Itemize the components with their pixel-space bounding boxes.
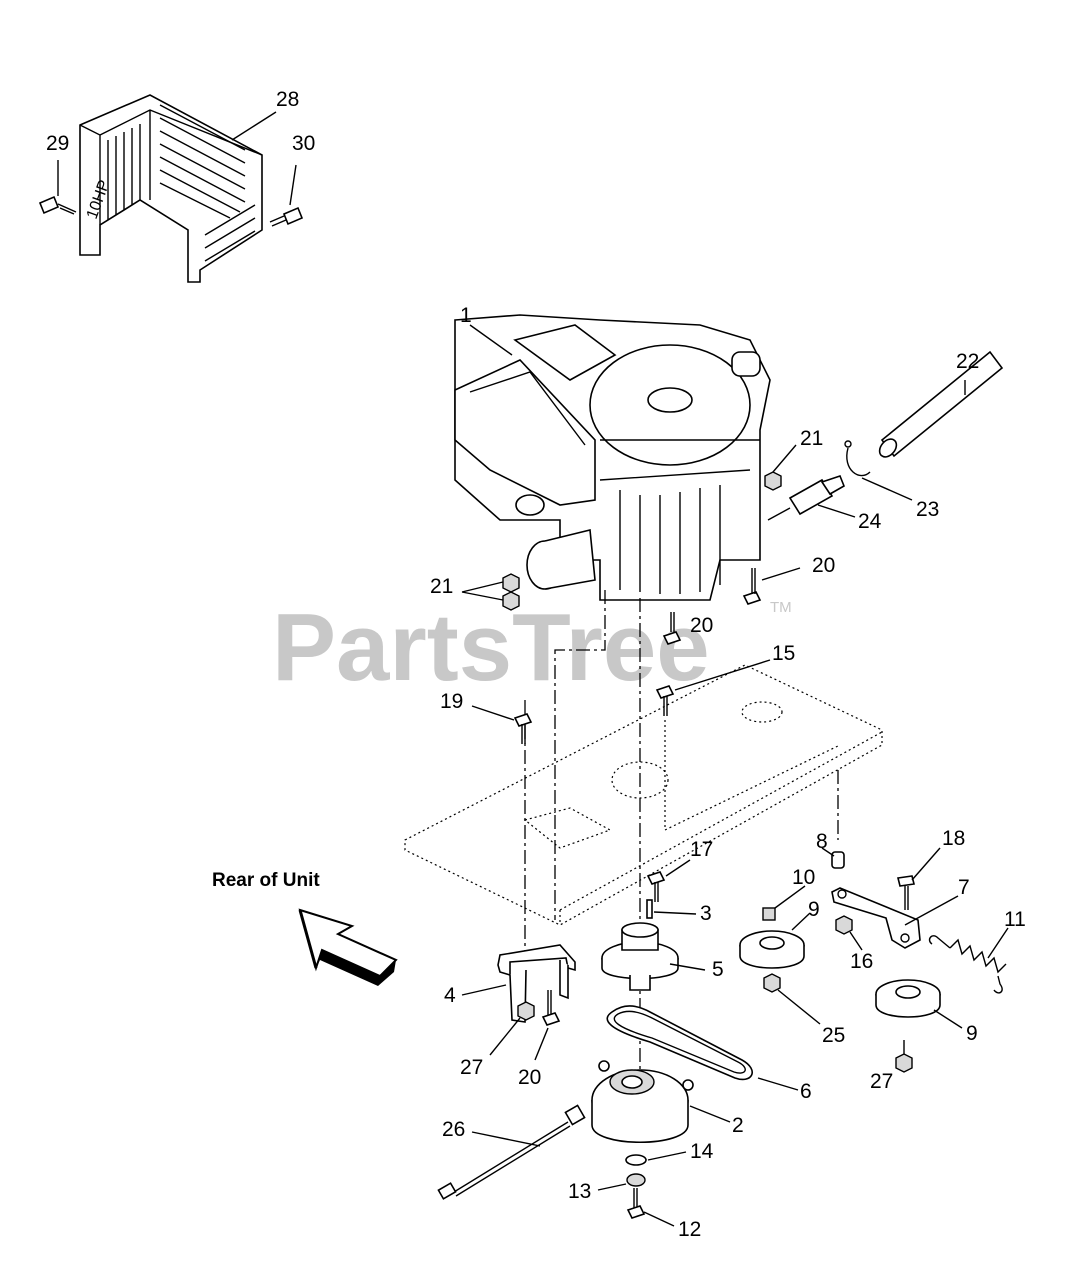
bolt-part-15[interactable] — [655, 659, 771, 716]
callout-2: 2 — [732, 1114, 744, 1137]
callout-12: 12 — [678, 1218, 701, 1241]
watermark-tm: TM — [770, 599, 792, 616]
callout-20-engine-right: 20 — [812, 554, 835, 577]
callout-22: 22 — [956, 350, 979, 373]
rear-direction-arrow-icon — [298, 908, 398, 986]
engine-mounting-plate — [404, 664, 883, 926]
bolt-part-12[interactable] — [626, 1188, 675, 1227]
callout-8: 8 — [816, 830, 828, 853]
idler-pulley-part-9-upper[interactable] — [739, 912, 811, 969]
nut-part-25[interactable] — [763, 973, 821, 1025]
idler-pulley-part-9-lower[interactable] — [875, 979, 963, 1029]
pulley-part-5[interactable] — [601, 922, 706, 991]
callout-11: 11 — [1004, 908, 1026, 931]
callout-20-engine-center: 20 — [690, 614, 713, 637]
nut-part-21-left-a[interactable] — [502, 573, 520, 593]
bolt-part-29[interactable] — [38, 160, 77, 215]
callout-9-upper: 9 — [808, 898, 820, 921]
hose-clamp-part-23[interactable] — [844, 440, 913, 501]
callout-16: 16 — [850, 950, 873, 973]
bolt-part-30[interactable] — [269, 164, 304, 227]
callout-19: 19 — [440, 690, 463, 713]
bolt-part-19[interactable] — [471, 705, 533, 744]
wire-harness-part-26[interactable] — [437, 1104, 586, 1200]
callout-27-left: 27 — [460, 1056, 483, 1079]
callout-23: 23 — [916, 498, 939, 521]
washer-part-14[interactable] — [625, 1151, 687, 1166]
rear-of-unit-label: Rear of Unit — [212, 870, 320, 891]
nut-part-16[interactable] — [835, 915, 863, 951]
spacer-part-10[interactable] — [762, 885, 806, 921]
callout-25: 25 — [822, 1024, 845, 1047]
callout-4: 4 — [444, 984, 456, 1007]
nut-part-27-left[interactable] — [489, 1001, 535, 1056]
callout-30: 30 — [292, 132, 315, 155]
callout-21-left: 21 — [430, 575, 453, 598]
callout-5: 5 — [712, 958, 724, 981]
bolt-part-20-right[interactable] — [742, 567, 801, 605]
nut-part-27-right[interactable] — [895, 1040, 913, 1073]
callout-29: 29 — [46, 132, 69, 155]
watermark: PartsTree — [272, 594, 710, 701]
callout-9-lower: 9 — [966, 1022, 978, 1045]
callout-7: 7 — [958, 876, 970, 899]
callout-18: 18 — [942, 827, 965, 850]
bolt-part-20-bracket[interactable] — [534, 990, 561, 1061]
callout-labels: 1 2 3 4 5 6 7 8 9 9 10 11 12 13 14 15 16… — [46, 88, 1026, 1241]
callout-3: 3 — [700, 902, 712, 925]
belt-part-6[interactable] — [606, 1005, 799, 1091]
idler-arm-part-7[interactable] — [831, 887, 959, 949]
bolt-part-18[interactable] — [897, 847, 941, 910]
fuel-fitting-part-24[interactable] — [767, 475, 856, 521]
callout-13: 13 — [568, 1180, 591, 1203]
callout-28: 28 — [276, 88, 299, 111]
spring-part-11[interactable] — [928, 927, 1009, 994]
washer-part-13[interactable] — [597, 1173, 646, 1191]
callout-15: 15 — [772, 642, 795, 665]
bolt-part-17[interactable] — [646, 859, 691, 902]
callout-6: 6 — [800, 1080, 812, 1103]
clutch-part-2[interactable] — [591, 1060, 731, 1144]
callout-17: 17 — [690, 838, 713, 861]
heat-shield-part-28[interactable]: 10HP — [79, 94, 263, 283]
key-part-3[interactable] — [646, 899, 697, 919]
callout-14: 14 — [690, 1140, 714, 1163]
callout-10: 10 — [792, 866, 815, 889]
engine-part-1[interactable] — [454, 314, 771, 601]
bolt-part-20-center[interactable] — [662, 612, 682, 645]
callout-20-bracket: 20 — [518, 1066, 541, 1089]
callout-26: 26 — [442, 1118, 465, 1141]
callout-1: 1 — [460, 304, 472, 327]
fuel-line-part-22[interactable] — [876, 350, 1004, 460]
callout-24: 24 — [858, 510, 882, 533]
bracket-part-4[interactable] — [461, 944, 576, 1023]
nut-part-21-left-b[interactable] — [502, 591, 520, 611]
nut-part-21-right[interactable] — [764, 444, 797, 491]
callout-27-right: 27 — [870, 1070, 893, 1093]
callout-21-right: 21 — [800, 427, 823, 450]
pin-part-8[interactable] — [821, 847, 845, 869]
